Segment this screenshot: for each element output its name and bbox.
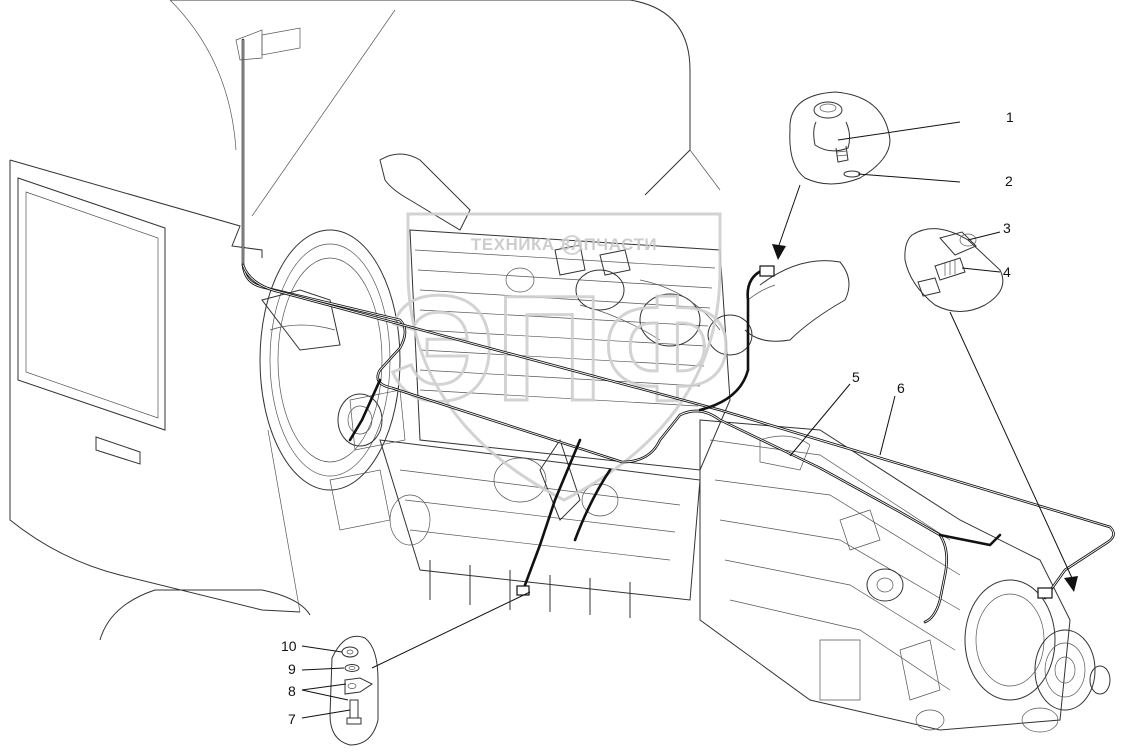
callout-labels: 1 2 3 4 5 6 7 8 9 10: [281, 109, 1014, 727]
callout-8: 8: [288, 683, 296, 699]
coolant-hose: [744, 260, 850, 342]
cab-outline: [9, 0, 721, 641]
watermark-banner: ТЕХНИКА ЗАПЧАСТИ: [471, 235, 657, 254]
harness-main: [241, 38, 948, 624]
switch-mount-marker: [1037, 587, 1053, 599]
flywheel-housing: [259, 229, 401, 491]
harness-connectors: [516, 265, 1053, 599]
gearbox: [699, 419, 1111, 733]
watermark: ТЕХНИКА ЗАПЧАСТИ ЭПФ: [387, 212, 733, 502]
callout-10: 10: [281, 638, 297, 654]
detail-switch: [904, 228, 1078, 592]
engine-block: [329, 153, 753, 618]
detail-sensor: [772, 91, 961, 260]
harness-upper: [241, 263, 1115, 600]
gear-icon: [562, 235, 582, 255]
callout-4: 4: [1003, 264, 1011, 280]
callout-6: 6: [897, 380, 905, 396]
callout-2: 2: [1005, 173, 1013, 189]
callout-9: 9: [288, 661, 296, 677]
sensor-mount-marker: [759, 265, 775, 277]
callout-7: 7: [288, 711, 296, 727]
watermark-logo: ЭПФ: [389, 264, 732, 432]
harness-leaders: [789, 383, 896, 457]
callout-5: 5: [852, 369, 860, 385]
detail-fasteners: [301, 591, 531, 746]
callout-1: 1: [1006, 109, 1014, 125]
harness-branches: [235, 27, 1002, 587]
callout-3: 3: [1003, 220, 1011, 236]
